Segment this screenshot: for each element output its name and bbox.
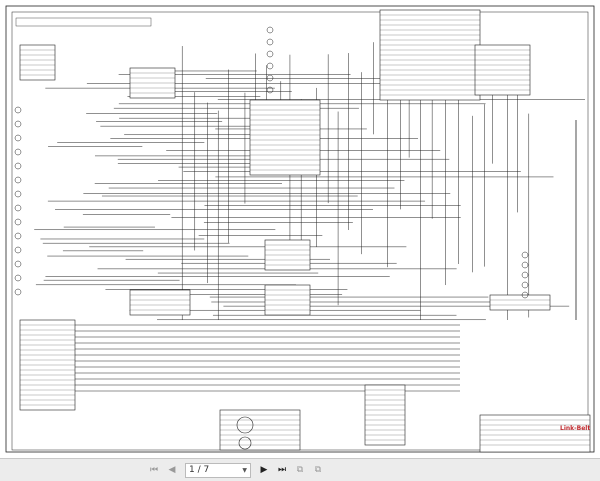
component-box [249, 99, 321, 176]
plug-circle [238, 436, 252, 450]
component-box [479, 414, 591, 453]
lamp-circle [266, 38, 274, 46]
pdf-navigation-toolbar: ⏮ ◀ 1 / 7 ▼ ▶ ⏭ ⧉ ⧉ [0, 458, 600, 481]
lamp-circle [266, 50, 274, 58]
connector-circle [14, 120, 22, 128]
connector-circle [14, 260, 22, 268]
header-box [15, 17, 152, 27]
lamp-circle [266, 26, 274, 34]
paste-page-button[interactable]: ⧉ [311, 463, 325, 477]
connector-circle [14, 106, 22, 114]
next-page-button[interactable]: ▶ [257, 463, 271, 477]
lamp-circle [521, 291, 529, 299]
connector-circle [14, 176, 22, 184]
lamp-circle [521, 271, 529, 279]
last-page-icon: ⏭ [277, 465, 287, 475]
schematic-page: Link-Belt [5, 5, 595, 453]
connector-circle [14, 218, 22, 226]
link-belt-logo: Link-Belt [560, 425, 591, 432]
connector-circle [14, 148, 22, 156]
last-page-button[interactable]: ⏭ [275, 463, 289, 477]
lamp-circle [266, 74, 274, 82]
lamp-circle [521, 261, 529, 269]
connector-circle [14, 246, 22, 254]
connector-circle [14, 134, 22, 142]
connector-circle [14, 288, 22, 296]
next-page-icon: ▶ [260, 465, 268, 475]
previous-page-button[interactable]: ◀ [165, 463, 179, 477]
wiring-diagram [5, 5, 595, 453]
copy-icon: ⧉ [296, 465, 304, 475]
component-box [489, 294, 551, 311]
chevron-down-icon: ▼ [242, 466, 247, 474]
previous-page-icon: ◀ [168, 465, 176, 475]
first-page-icon: ⏮ [149, 465, 159, 475]
connector-circle [14, 204, 22, 212]
copy-page-button[interactable]: ⧉ [293, 463, 307, 477]
connector-circle [14, 190, 22, 198]
sheet-border [5, 5, 595, 453]
lamp-circle [266, 86, 274, 94]
component-box [129, 289, 191, 316]
connector-circle [14, 162, 22, 170]
connector-circle [14, 274, 22, 282]
lamp-circle [266, 62, 274, 70]
lamp-circle [521, 281, 529, 289]
connector-circle [14, 232, 22, 240]
page-number-label: 1 / 7 [189, 465, 210, 475]
component-box [19, 44, 56, 81]
lamp-circle [521, 251, 529, 259]
plug-circle [236, 416, 254, 434]
paste-icon: ⧉ [314, 465, 322, 475]
first-page-button[interactable]: ⏮ [147, 463, 161, 477]
page-number-select[interactable]: 1 / 7 ▼ [185, 462, 251, 478]
